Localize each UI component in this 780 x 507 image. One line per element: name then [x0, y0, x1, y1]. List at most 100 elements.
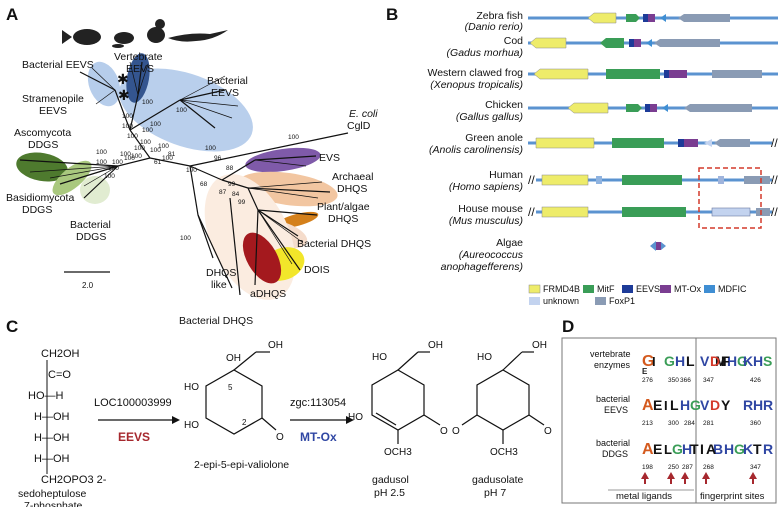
- up-arrow-icon: [681, 472, 689, 484]
- position-number: 281: [703, 420, 714, 427]
- bootstrap-value: 100: [124, 155, 135, 162]
- position-number: 426: [750, 377, 761, 384]
- clade-label: EVS: [319, 152, 340, 164]
- fischer-line: H—OH: [34, 453, 70, 465]
- logo-letter: H: [727, 353, 737, 369]
- position-number: 276: [642, 377, 653, 384]
- bootstrap-value: 100: [162, 155, 173, 162]
- up-arrow-icon: [702, 472, 710, 484]
- logo-letter: G: [672, 441, 683, 457]
- bootstrap-value: 100: [122, 123, 133, 130]
- up-arrow-icon: [641, 472, 649, 484]
- logo-letter: H: [680, 397, 690, 413]
- gene-eevs: [645, 104, 650, 112]
- gene-foxp1: [684, 104, 752, 112]
- gene-frmd4b: [535, 137, 595, 149]
- bootstrap-value: 87: [219, 189, 227, 196]
- fischer-line: C=O: [48, 369, 71, 381]
- clade-label: Plant/algae: [317, 201, 370, 213]
- substrate-name: 7-phosphate: [24, 500, 83, 507]
- row-label: DDGS: [602, 449, 628, 459]
- product-1-name: 2-epi-5-epi-valiolone: [194, 459, 289, 471]
- gene-label-1: LOC100003999: [94, 397, 172, 409]
- clade-label: Bacterial EEVS: [22, 59, 94, 71]
- bootstrap-value: 100: [186, 167, 197, 174]
- row-label: bacterial: [596, 438, 630, 448]
- gene-mitf: [622, 207, 686, 217]
- logo-letter: T: [753, 441, 762, 457]
- gene-algae-mt-ox: [656, 242, 661, 250]
- logo-letter: H: [724, 441, 734, 457]
- bootstrap-value: 100: [180, 235, 191, 242]
- clade-label: DDGS: [22, 204, 52, 216]
- panel-a-label: A: [6, 5, 18, 24]
- position-number: 360: [750, 420, 761, 427]
- bootstrap-value: 100: [104, 173, 115, 180]
- bootstrap-value: 100: [134, 145, 145, 152]
- gene-unknown: [704, 139, 712, 147]
- atom-label: OH: [268, 340, 283, 351]
- gene-mt-ox: [650, 104, 657, 112]
- gene-frmd4b: [541, 174, 589, 186]
- atom-number: 2: [242, 418, 247, 427]
- position-number: 347: [703, 377, 714, 384]
- break-icon: //: [528, 173, 535, 187]
- bootstrap-value: 100: [140, 139, 151, 146]
- gene-mitf: [626, 14, 640, 22]
- logo-letter: V: [700, 353, 710, 369]
- up-arrow-icon: [749, 472, 757, 484]
- legend-label: FRMD4B: [543, 284, 580, 294]
- bootstrap-value: 100: [150, 147, 161, 154]
- gene-foxp1: [714, 139, 750, 147]
- logo-letter: H: [753, 397, 763, 413]
- legend-swatch-mt-ox: [660, 285, 671, 293]
- substrate-name: sedoheptulose: [18, 488, 86, 500]
- bootstrap-value: 61: [154, 159, 162, 166]
- product-1-structure: [205, 351, 277, 435]
- row-label: EEVS: [604, 405, 628, 415]
- clade-bacterial-eevs-large: [119, 68, 253, 152]
- arrow-head-icon: [346, 416, 354, 424]
- position-number: 198: [642, 464, 653, 471]
- gene-frmd4b: [541, 206, 589, 218]
- legend-swatch-eevs: [622, 285, 633, 293]
- break-icon: //: [528, 205, 535, 219]
- gene-mt-ox: [648, 14, 655, 22]
- gadusol-name: gadusol: [372, 474, 409, 486]
- clade-label: DOIS: [304, 264, 330, 276]
- clade-label: DDGS: [28, 139, 58, 151]
- bootstrap-value: 100: [127, 133, 138, 140]
- gene-label-2: zgc:113054: [290, 397, 346, 409]
- panel-d-label: D: [562, 317, 574, 336]
- blue-star-icon: ✱: [117, 71, 129, 87]
- gene-mdfic: [662, 104, 668, 112]
- legend-swatch-mdfic: [704, 285, 715, 293]
- atom-number: 5: [228, 383, 233, 392]
- logo-letter: B: [713, 441, 723, 457]
- group-label-fingerprint: fingerprint sites: [700, 491, 765, 502]
- clade-label: Bacterial DHQS: [297, 238, 371, 250]
- clade-label: CglD: [347, 120, 371, 132]
- logo-letter: K: [743, 441, 753, 457]
- atom-label: OH: [532, 340, 547, 351]
- clade-shadings: [16, 53, 338, 300]
- chicken-head-icon: [155, 19, 165, 29]
- bootstrap-value: 81: [168, 151, 176, 158]
- gene-unknown: [711, 207, 751, 217]
- gene-mitf: [606, 69, 660, 79]
- species-latin-name: (Gallus gallus): [456, 111, 523, 123]
- bootstrap-value: 100: [96, 149, 107, 156]
- species-common-name: Green anole: [465, 132, 523, 144]
- gene-algae-b: [661, 242, 666, 250]
- site-arrows: [641, 472, 757, 484]
- logo-letter: S: [763, 353, 772, 369]
- bootstrap-value: 84: [232, 191, 240, 198]
- logo-letter: V: [700, 397, 710, 413]
- clade-ascomycota: [16, 152, 68, 182]
- panel-b-label: B: [386, 5, 398, 24]
- logo-letter: M: [715, 353, 727, 369]
- species-labels: Zebra fish (Danio rerio) Cod (Gadus morh…: [427, 10, 523, 273]
- species-latin-name: (Aureococcus: [459, 249, 524, 261]
- fischer-line: CH2OPO3 2-: [41, 474, 107, 486]
- logo-letter: A: [706, 441, 716, 457]
